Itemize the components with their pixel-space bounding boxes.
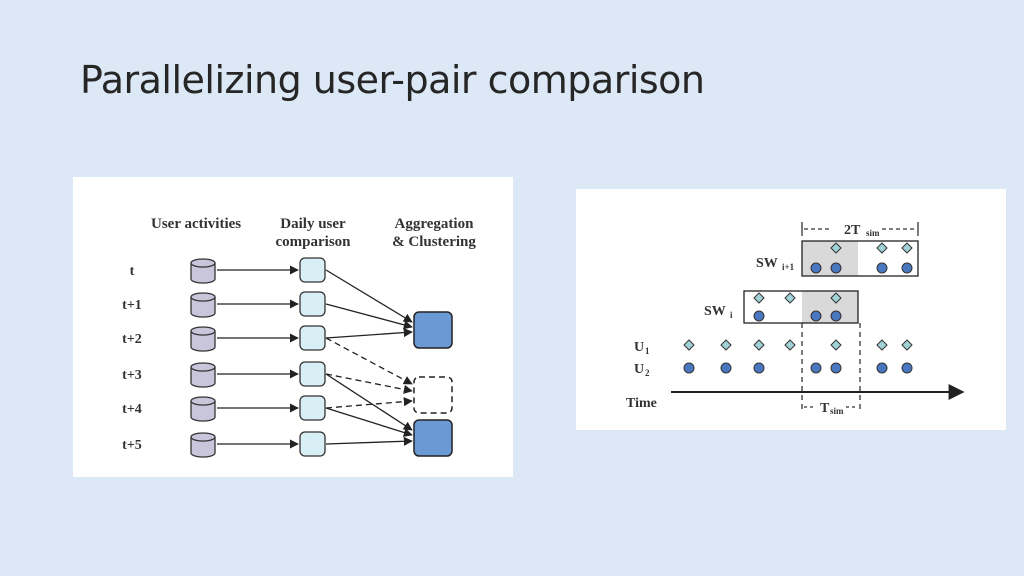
diamond-icon bbox=[784, 339, 796, 351]
window-cur-box bbox=[743, 290, 859, 324]
circle-icon bbox=[830, 362, 842, 374]
u2-label: U bbox=[634, 362, 644, 377]
time-label: Time bbox=[626, 396, 657, 411]
u2-sub: 2 bbox=[645, 368, 650, 378]
arrow-compare-t2-cluster bbox=[325, 328, 413, 339]
compare-box-t bbox=[299, 257, 326, 283]
compare-box-t4 bbox=[299, 395, 326, 421]
compare-box-t3 bbox=[299, 361, 326, 387]
header-daily-user: Daily user bbox=[280, 216, 346, 232]
database-icon-t1 bbox=[190, 292, 216, 318]
row-label-t2: t+2 bbox=[122, 332, 142, 347]
cluster-box-top bbox=[413, 311, 453, 349]
diamond-icon bbox=[901, 242, 913, 254]
diamond-icon bbox=[876, 242, 888, 254]
diamond-icon bbox=[784, 292, 796, 304]
diamond-icon bbox=[830, 242, 842, 254]
circle-icon bbox=[901, 362, 913, 374]
span-tsim: T sim bbox=[804, 401, 858, 416]
cluster-box-bottom bbox=[413, 419, 453, 457]
circle-icon bbox=[876, 262, 888, 274]
arrow-compare-t5-cluster-bottom bbox=[325, 436, 413, 446]
diamond-icon bbox=[876, 339, 888, 351]
circle-icon bbox=[830, 310, 842, 322]
diamond-icon bbox=[901, 339, 913, 351]
circle-icon bbox=[810, 262, 822, 274]
database-icon-t5 bbox=[190, 432, 216, 458]
u1-label: U bbox=[634, 340, 644, 355]
row-label-t1: t+1 bbox=[122, 298, 142, 313]
row-label-t4: t+4 bbox=[122, 402, 142, 417]
tsim-sub: sim bbox=[830, 406, 844, 416]
circle-icon bbox=[753, 362, 765, 374]
row-label-t3: t+3 bbox=[122, 368, 142, 383]
span-label: 2T bbox=[844, 223, 861, 238]
database-icon-t2 bbox=[190, 326, 216, 352]
window-cur-shade bbox=[802, 291, 858, 323]
arrow-compare-t3-cluster-bottom bbox=[325, 373, 413, 431]
arrow-dashed-t4 bbox=[325, 397, 413, 409]
window-cur-sub: i bbox=[730, 310, 733, 320]
arrow-dashed-t3 bbox=[325, 373, 413, 394]
diamond-icon bbox=[753, 339, 765, 351]
row-label-t: t bbox=[130, 264, 135, 279]
circle-icon bbox=[901, 262, 913, 274]
span-2tsim: 2T sim bbox=[801, 222, 919, 238]
arrow-compare-t-cluster bbox=[325, 269, 413, 323]
window-cur-label: SW bbox=[704, 304, 726, 319]
circle-icon bbox=[720, 362, 732, 374]
diamond-icon bbox=[720, 339, 732, 351]
circle-icon bbox=[830, 262, 842, 274]
window-next-label: SW bbox=[756, 256, 778, 271]
cluster-box-dashed bbox=[413, 376, 453, 414]
diamond-icon bbox=[830, 292, 842, 304]
database-icon-t3 bbox=[190, 362, 216, 388]
parallel-comparison-diagram: User activities Daily user comparison Ag… bbox=[73, 177, 513, 477]
header-comparison: comparison bbox=[276, 234, 352, 250]
window-next-shade bbox=[802, 241, 858, 276]
arrow-dashed-t2 bbox=[325, 337, 413, 385]
u1-sub: 1 bbox=[645, 346, 650, 356]
span-sub: sim bbox=[866, 228, 880, 238]
compare-box-t2 bbox=[299, 325, 326, 351]
diamond-icon bbox=[753, 292, 765, 304]
circle-icon bbox=[753, 310, 765, 322]
database-icon-t bbox=[190, 258, 216, 284]
diamond-icon bbox=[683, 339, 695, 351]
slide-title: Parallelizing user-pair comparison bbox=[80, 58, 705, 102]
header-aggregation: Aggregation bbox=[395, 216, 475, 232]
header-user-activities: User activities bbox=[151, 216, 241, 232]
window-next-box bbox=[801, 240, 919, 277]
arrow-compare-t4-cluster-bottom bbox=[325, 407, 413, 437]
circle-icon bbox=[683, 362, 695, 374]
circle-icon bbox=[810, 310, 822, 322]
row-label-t5: t+5 bbox=[122, 438, 142, 453]
sliding-window-diagram: 2T sim SW i+1 SW i bbox=[576, 189, 1006, 430]
diamond-icon bbox=[830, 339, 842, 351]
arrow-compare-t1-cluster bbox=[325, 303, 413, 330]
header-clustering: & Clustering bbox=[392, 234, 476, 250]
compare-box-t1 bbox=[299, 291, 326, 317]
window-next-sub: i+1 bbox=[782, 262, 795, 272]
compare-box-t5 bbox=[299, 431, 326, 457]
circle-icon bbox=[810, 362, 822, 374]
tsim-label: T bbox=[820, 401, 830, 416]
database-icon-t4 bbox=[190, 396, 216, 422]
circle-icon bbox=[876, 362, 888, 374]
